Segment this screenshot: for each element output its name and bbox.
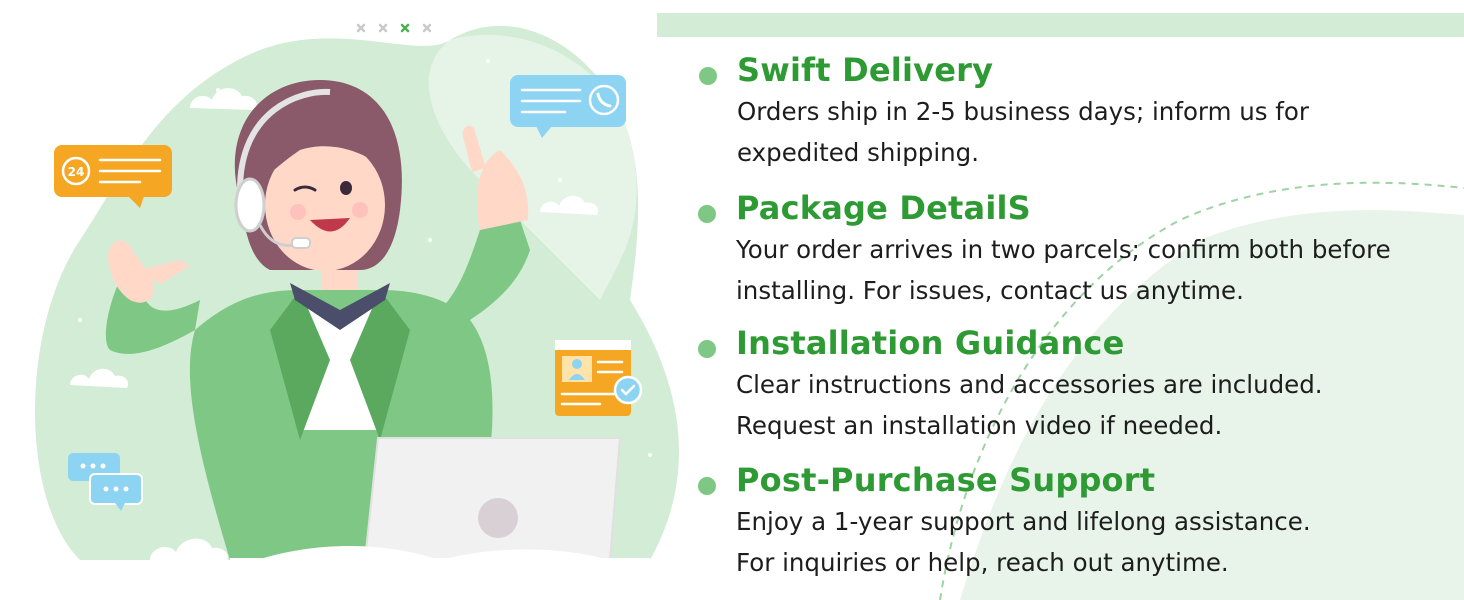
badge-24-text: 24: [68, 165, 85, 179]
phone-icon: [510, 75, 626, 138]
feature-description: Your order arrives in two parcels; confi…: [736, 229, 1456, 311]
bullet-icon: [699, 67, 717, 85]
bullet-icon: [698, 340, 716, 358]
cloud-icon: [70, 88, 599, 562]
feature-title: Post-Purchase Support: [736, 461, 1156, 499]
laptop-icon: [363, 437, 622, 561]
feature-title: Installation Guidance: [736, 324, 1125, 362]
feature-description: Orders ship in 2-5 business days; inform…: [737, 91, 1457, 173]
headset-icon: [234, 88, 331, 249]
description-line: Your order arrives in two parcels; confi…: [736, 235, 1391, 264]
description-line: Clear instructions and accessories are i…: [736, 370, 1323, 399]
chat-bubble-icon: 24: [54, 145, 172, 208]
bullet-icon: [698, 477, 716, 495]
description-line: For inquiries or help, reach out anytime…: [736, 548, 1229, 577]
description-line: expedited shipping.: [737, 138, 980, 167]
support-agent-illustration: 24: [35, 23, 679, 600]
bullet-icon: [698, 205, 716, 223]
description-line: Enjoy a 1-year support and lifelong assi…: [736, 507, 1311, 536]
check-icon: [613, 375, 643, 405]
feature-title: Package DetailS: [736, 189, 1031, 227]
header-bar: [657, 13, 1464, 37]
feature-description: Enjoy a 1-year support and lifelong assi…: [736, 501, 1456, 583]
feature-description: Clear instructions and accessories are i…: [736, 364, 1456, 446]
feature-title: Swift Delivery: [737, 51, 994, 89]
description-line: Orders ship in 2-5 business days; inform…: [737, 97, 1309, 126]
description-line: Request an installation video if needed.: [736, 411, 1223, 440]
chat-bubble-icon: [68, 453, 143, 511]
profile-card-icon: [555, 340, 643, 416]
description-line: installing. For issues, contact us anyti…: [736, 276, 1244, 305]
